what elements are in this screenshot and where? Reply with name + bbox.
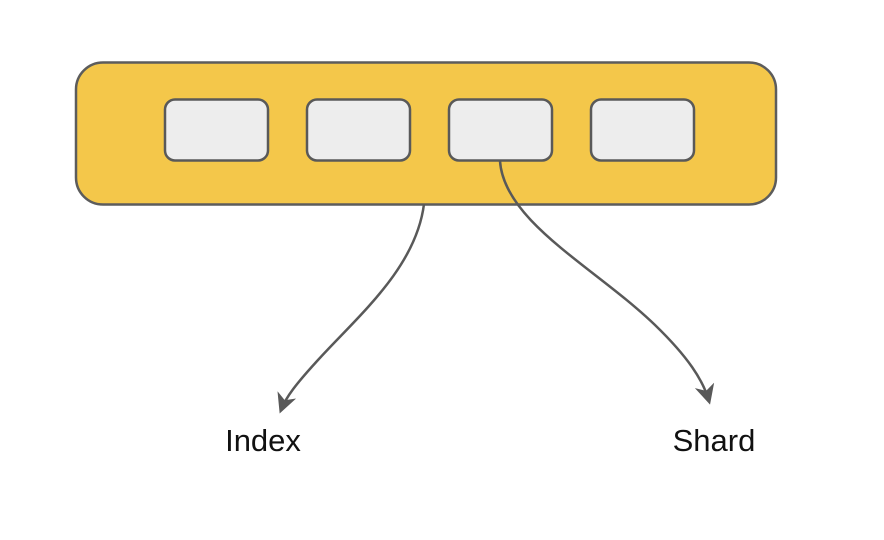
index-label: Index — [225, 423, 301, 458]
arrow-to-shard-label — [498, 160, 715, 405]
shard-shape — [447, 98, 554, 162]
shard-shape — [305, 98, 412, 162]
shard-shape — [163, 98, 270, 162]
shard-shape — [589, 98, 696, 162]
shard-label: Shard — [672, 423, 756, 458]
arrow-to-index-label — [277, 203, 426, 414]
index-container-shape — [74, 61, 778, 206]
shard-group — [163, 98, 696, 162]
